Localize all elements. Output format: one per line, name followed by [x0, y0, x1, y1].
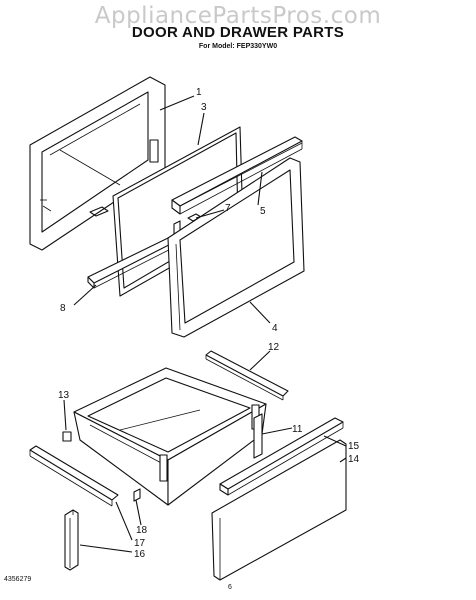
part-drawer-clip — [133, 488, 141, 502]
callout-11: 11 — [292, 424, 303, 435]
callout-17: 17 — [134, 538, 146, 549]
part-drawer-stop — [62, 431, 72, 442]
callout-3: 3 — [201, 102, 207, 113]
callout-12: 12 — [268, 342, 280, 353]
callout-18: 18 — [136, 525, 148, 536]
callout-4: 4 — [272, 323, 278, 334]
callout-7: 7 — [225, 203, 231, 214]
part-drawer-rail — [205, 350, 289, 401]
document-code: 4356279 — [4, 576, 32, 583]
watermark: AppliancePartsPros.com — [94, 3, 382, 29]
callout-1: 1 — [196, 87, 202, 98]
callout-13: 13 — [58, 390, 70, 401]
callout-8: 8 — [60, 303, 66, 314]
part-drawer-body — [73, 367, 267, 506]
part-slide-glide — [64, 509, 79, 571]
callout-5: 5 — [260, 206, 266, 217]
page-title: DOOR AND DRAWER PARTS — [131, 24, 345, 41]
part-door-outer-frame — [29, 76, 166, 251]
callout-14: 14 — [348, 454, 360, 465]
model-subtitle: For Model: FEP330YW0 — [198, 43, 278, 50]
part-drawer-trim — [219, 417, 344, 496]
part-door-trim — [171, 136, 303, 215]
leader-lines — [63, 95, 347, 553]
part-drawer-bracket — [253, 413, 263, 459]
callout-16: 16 — [134, 549, 146, 560]
page-number: 6 — [228, 584, 232, 591]
callout-labels: 1 3 5 7 8 4 12 13 11 15 14 18 17 16 — [58, 87, 360, 560]
part-door-gasket — [167, 157, 305, 338]
part-drawer-rear-rail — [29, 445, 119, 507]
part-drawer-front-panel — [211, 439, 347, 581]
callout-15: 15 — [348, 441, 360, 452]
